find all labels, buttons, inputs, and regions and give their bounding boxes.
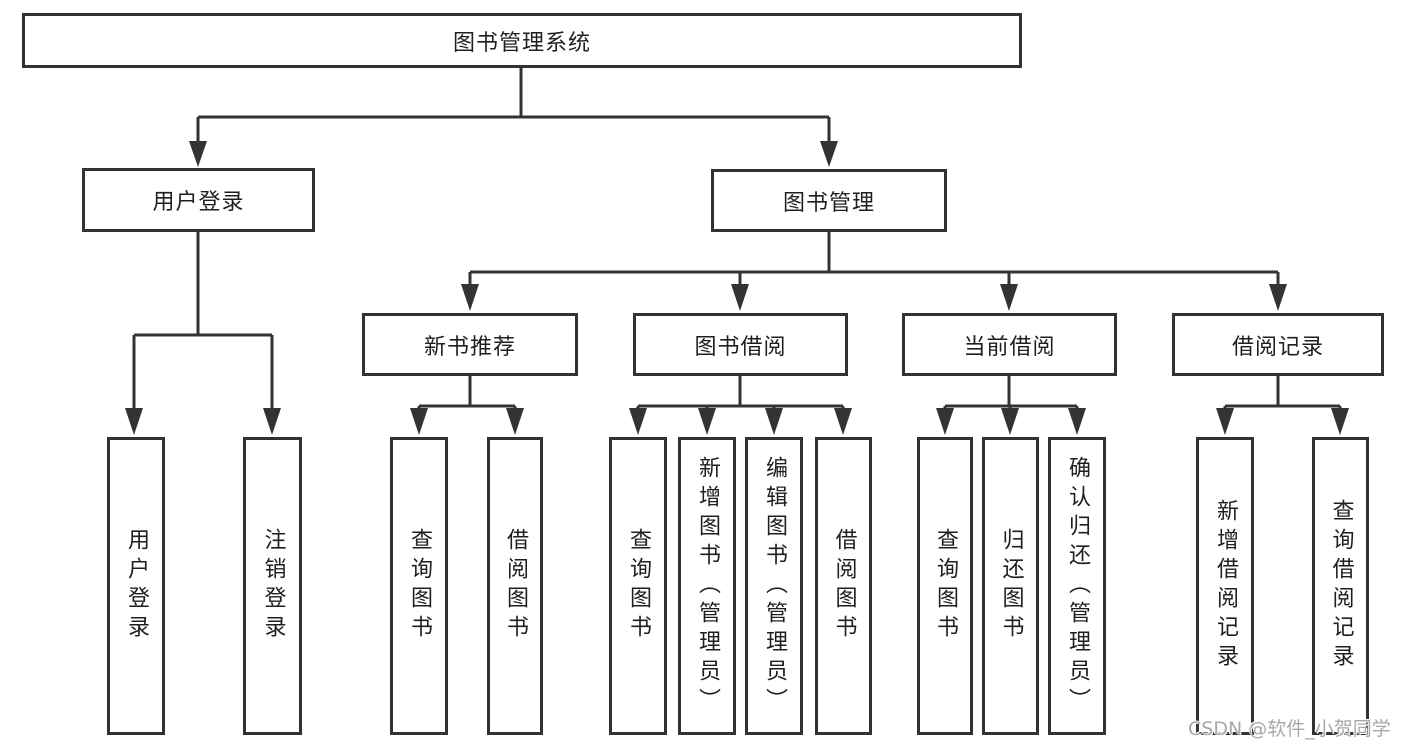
- node-root-label: 图书管理系统: [452, 30, 591, 56]
- arrow-to-op-add-books: [698, 408, 716, 435]
- node-book-mgmt: 图书管理: [711, 169, 947, 232]
- node-op-logout: 注销登录: [243, 437, 302, 735]
- arrow-to-book-mgmt: [820, 141, 838, 167]
- node-op-logout-label: 注销登录: [260, 528, 286, 644]
- arrow-to-op-query-books-rec: [410, 408, 428, 435]
- node-book-borrow: 图书借阅: [633, 313, 848, 376]
- node-op-add-books-label: 新增图书（管理员）: [695, 455, 720, 717]
- node-op-edit-books: 编辑图书（管理员）: [745, 437, 803, 735]
- node-new-book-rec-label: 新书推荐: [423, 334, 516, 360]
- node-op-query-borrow-record-label: 查询借阅记录: [1328, 499, 1354, 673]
- node-op-query-books-rec-label: 查询图书: [407, 528, 432, 644]
- arrow-to-current-borrow: [1000, 284, 1018, 311]
- arrowheads: [125, 141, 1349, 435]
- node-user-login: 用户登录: [82, 168, 315, 232]
- arrow-to-borrow-records: [1269, 284, 1287, 311]
- node-op-confirm-return: 确认归还（管理员）: [1048, 437, 1106, 735]
- node-op-add-borrow-record-label: 新增借阅记录: [1213, 499, 1238, 673]
- node-user-login-label: 用户登录: [152, 190, 245, 215]
- node-current-borrow: 当前借阅: [902, 313, 1117, 376]
- node-op-edit-books-label: 编辑图书（管理员）: [762, 455, 787, 717]
- node-op-borrow-books-borrow-label: 借阅图书: [831, 528, 857, 644]
- node-book-borrow-label: 图书借阅: [694, 334, 787, 360]
- node-current-borrow-label: 当前借阅: [963, 334, 1056, 360]
- arrow-to-op-logout: [263, 408, 281, 435]
- node-borrow-records-label: 借阅记录: [1231, 334, 1324, 360]
- arrow-to-op-borrow-books-rec: [506, 408, 524, 435]
- arrow-to-op-return-books: [1001, 408, 1019, 435]
- node-op-query-borrow-record: 查询借阅记录: [1312, 437, 1369, 735]
- arrow-to-op-query-books-current: [936, 408, 954, 435]
- node-op-query-books-borrow-label: 查询图书: [626, 528, 651, 644]
- node-op-borrow-books-rec-label: 借阅图书: [503, 528, 528, 644]
- arrow-to-user-login: [189, 141, 207, 167]
- csdn-watermark: CSDN @软件_小贺同学: [1188, 718, 1391, 740]
- node-new-book-rec: 新书推荐: [362, 313, 578, 376]
- arrow-to-book-borrow: [731, 284, 749, 311]
- arrow-to-op-user-login: [125, 408, 143, 435]
- arrow-to-op-add-borrow-record: [1216, 408, 1234, 435]
- arrow-to-op-edit-books: [765, 408, 783, 435]
- node-op-return-books: 归还图书: [982, 437, 1039, 735]
- node-op-add-books: 新增图书（管理员）: [678, 437, 736, 735]
- node-op-user-login: 用户登录: [107, 437, 165, 735]
- node-op-query-books-current-label: 查询图书: [933, 528, 958, 644]
- node-book-mgmt-label: 图书管理: [782, 190, 875, 216]
- arrow-to-op-borrow-books-borrow: [834, 408, 852, 435]
- node-op-query-books-rec: 查询图书: [390, 437, 448, 735]
- arrow-to-op-query-borrow-record: [1331, 408, 1349, 435]
- node-op-add-borrow-record: 新增借阅记录: [1196, 437, 1254, 735]
- arrow-to-op-query-books-borrow: [629, 408, 647, 435]
- node-borrow-records: 借阅记录: [1172, 313, 1384, 376]
- node-root: 图书管理系统: [22, 13, 1022, 68]
- node-op-borrow-books-borrow: 借阅图书: [815, 437, 872, 735]
- node-op-return-books-label: 归还图书: [998, 528, 1024, 644]
- node-op-user-login-label: 用户登录: [124, 528, 149, 644]
- node-op-query-books-borrow: 查询图书: [609, 437, 667, 735]
- node-op-borrow-books-rec: 借阅图书: [487, 437, 543, 735]
- arrow-to-new-book-rec: [461, 284, 479, 311]
- node-op-query-books-current: 查询图书: [917, 437, 973, 735]
- arrow-to-op-confirm-return: [1068, 408, 1086, 435]
- node-op-confirm-return-label: 确认归还（管理员）: [1065, 455, 1090, 717]
